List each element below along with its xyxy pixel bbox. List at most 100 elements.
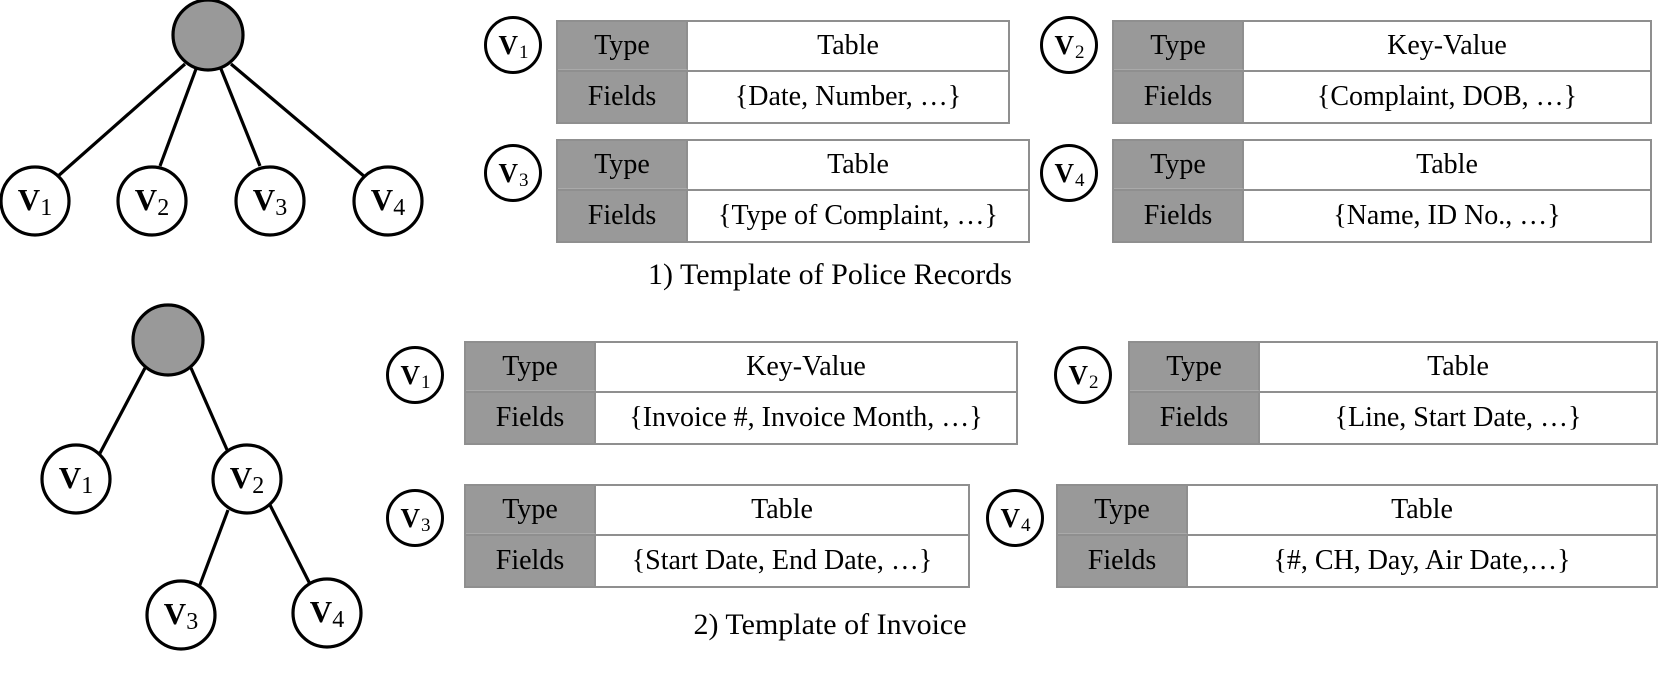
vertex-badge-p1-v4: V4 (1040, 144, 1098, 202)
tree2-node-v1-label: V1 (59, 460, 93, 498)
spec-key-fields: Fields (466, 393, 596, 443)
vertex-badge-p1-v2-label: V2 (1054, 29, 1085, 63)
tree1-edge-root-v2 (158, 68, 198, 167)
spec-table-p2-v1: Type Key-Value Fields {Invoice #, Invoic… (464, 341, 1018, 445)
tree2-node-v4-label: V4 (310, 594, 344, 632)
spec-row-type: Type Table (1058, 486, 1656, 536)
spec-row-type: Type Key-Value (1114, 22, 1650, 72)
vertex-badge-p2-v4-label: V4 (1000, 502, 1031, 536)
spec-value-fields: {#, CH, Day, Air Date,…} (1188, 536, 1656, 586)
spec-row-type: Type Table (466, 486, 968, 536)
tree1-node-root (171, 0, 245, 72)
spec-key-type: Type (1114, 22, 1244, 70)
tree-police-records: V1 V2 V3 V4 (0, 0, 424, 237)
spec-row-type: Type Table (558, 141, 1028, 191)
spec-row-type: Type Key-Value (466, 343, 1016, 393)
tree2-edge-root-v2 (189, 367, 230, 453)
tree1-edge-root-v1 (55, 62, 187, 179)
spec-row-fields: Fields {Start Date, End Date, …} (466, 536, 968, 586)
spec-key-type: Type (466, 486, 596, 534)
spec-value-fields: {Complaint, DOB, …} (1244, 72, 1650, 122)
spec-key-type: Type (1058, 486, 1188, 534)
spec-value-fields: {Type of Complaint, …} (688, 191, 1028, 241)
tree2-node-v3 (145, 579, 217, 651)
tree1-edge-root-v4 (229, 62, 367, 179)
spec-value-fields: {Date, Number, …} (688, 72, 1008, 122)
vertex-badge-p2-v2-label: V2 (1068, 359, 1099, 393)
spec-key-fields: Fields (1114, 72, 1244, 122)
spec-key-fields: Fields (1130, 393, 1260, 443)
spec-value-type: Key-Value (1244, 22, 1650, 70)
spec-value-type: Key-Value (596, 343, 1016, 391)
tree2-node-v2-label: V2 (230, 460, 264, 498)
spec-key-fields: Fields (466, 536, 596, 586)
spec-table-p1-v4: Type Table Fields {Name, ID No., …} (1112, 139, 1652, 243)
tree1-node-v2 (116, 165, 188, 237)
tree2-node-root (131, 303, 205, 377)
vertex-badge-p2-v2: V2 (1054, 346, 1112, 404)
tree1-node-v1 (0, 165, 71, 237)
spec-row-fields: Fields {Invoice #, Invoice Month, …} (466, 393, 1016, 443)
spec-table-p1-v2: Type Key-Value Fields {Complaint, DOB, …… (1112, 20, 1652, 124)
vertex-badge-p1-v2: V2 (1040, 16, 1098, 74)
vertex-badge-p1-v4-label: V4 (1054, 157, 1085, 191)
tree1-node-v4-label: V4 (371, 182, 405, 220)
tree1-node-v3-label: V3 (253, 182, 287, 220)
spec-key-type: Type (1114, 141, 1244, 189)
spec-table-p2-v2: Type Table Fields {Line, Start Date, …} (1128, 341, 1658, 445)
vertex-badge-p1-v1-label: V1 (498, 29, 529, 63)
spec-table-p1-v3: Type Table Fields {Type of Complaint, …} (556, 139, 1030, 243)
vertex-badge-p2-v4: V4 (986, 489, 1044, 547)
spec-table-p2-v3: Type Table Fields {Start Date, End Date,… (464, 484, 970, 588)
spec-key-fields: Fields (1058, 536, 1188, 586)
spec-row-fields: Fields {Date, Number, …} (558, 72, 1008, 122)
tree1-edge-root-v3 (219, 68, 262, 167)
spec-value-type: Table (688, 141, 1028, 189)
spec-key-type: Type (466, 343, 596, 391)
vertex-badge-p2-v3: V3 (386, 489, 444, 547)
panel-caption-police-records: 1) Template of Police Records (648, 258, 1012, 291)
spec-value-fields: {Line, Start Date, …} (1260, 393, 1656, 443)
spec-key-fields: Fields (558, 191, 688, 241)
tree1-node-v1-label: V1 (18, 182, 52, 220)
spec-value-type: Table (596, 486, 968, 534)
spec-key-type: Type (558, 22, 688, 70)
tree1-node-v2-label: V2 (135, 182, 169, 220)
vertex-badge-p1-v3-label: V3 (498, 157, 529, 191)
spec-key-fields: Fields (1114, 191, 1244, 241)
spec-value-type: Table (688, 22, 1008, 70)
tree2-edge-v2-v4 (268, 504, 314, 589)
tree2-node-v4 (291, 577, 363, 649)
tree2-edge-v2-v3 (196, 509, 230, 591)
spec-key-fields: Fields (558, 72, 688, 122)
spec-row-fields: Fields {Name, ID No., …} (1114, 191, 1650, 241)
spec-value-type: Table (1260, 343, 1656, 391)
tree-invoice: V1 V2 V3 V4 (40, 303, 363, 651)
spec-row-type: Type Table (558, 22, 1008, 72)
vertex-badge-p2-v3-label: V3 (400, 502, 431, 536)
tree2-node-v2 (211, 443, 283, 515)
spec-table-p1-v1: Type Table Fields {Date, Number, …} (556, 20, 1010, 124)
spec-row-type: Type Table (1130, 343, 1656, 393)
spec-value-fields: {Start Date, End Date, …} (596, 536, 968, 586)
vertex-badge-p2-v1-label: V1 (400, 359, 431, 393)
vertex-badge-p2-v1: V1 (386, 346, 444, 404)
spec-value-fields: {Name, ID No., …} (1244, 191, 1650, 241)
spec-value-type: Table (1188, 486, 1656, 534)
spec-row-fields: Fields {Complaint, DOB, …} (1114, 72, 1650, 122)
spec-value-fields: {Invoice #, Invoice Month, …} (596, 393, 1016, 443)
panel-caption-invoice: 2) Template of Invoice (693, 608, 967, 641)
tree2-edge-root-v1 (97, 367, 147, 456)
tree1-node-v4 (352, 165, 424, 237)
spec-row-fields: Fields {#, CH, Day, Air Date,…} (1058, 536, 1656, 586)
spec-row-fields: Fields {Line, Start Date, …} (1130, 393, 1656, 443)
spec-value-type: Table (1244, 141, 1650, 189)
spec-row-type: Type Table (1114, 141, 1650, 191)
tree2-node-v3-label: V3 (164, 596, 198, 634)
spec-key-type: Type (558, 141, 688, 189)
vertex-badge-p1-v3: V3 (484, 144, 542, 202)
vertex-badge-p1-v1: V1 (484, 16, 542, 74)
spec-table-p2-v4: Type Table Fields {#, CH, Day, Air Date,… (1056, 484, 1658, 588)
tree1-node-v3 (234, 165, 306, 237)
